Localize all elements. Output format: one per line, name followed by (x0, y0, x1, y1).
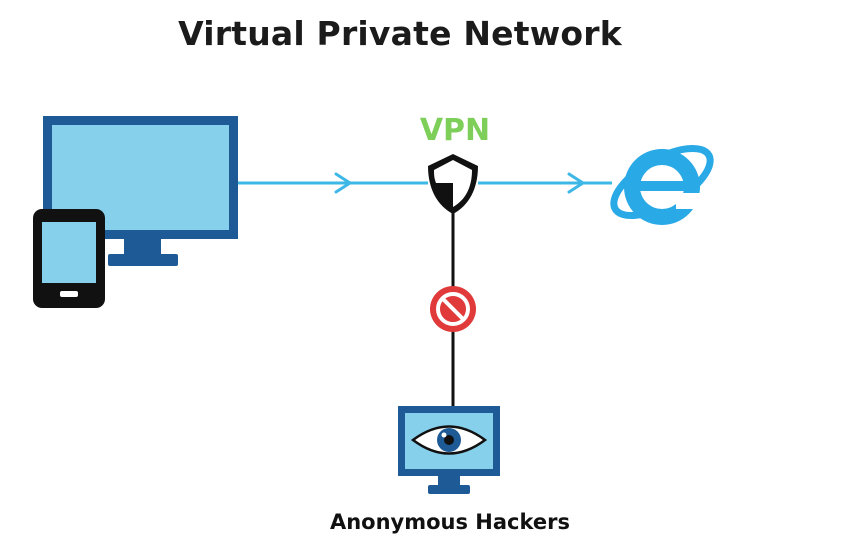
hackers-label: Anonymous Hackers (329, 510, 571, 534)
diagram-title: Virtual Private Network (178, 14, 622, 53)
desktop-monitor-icon (43, 116, 238, 266)
arrow-right-icon (334, 172, 352, 194)
shield-icon (428, 154, 478, 214)
blocked-icon (430, 286, 476, 332)
internet-explorer-icon (610, 144, 714, 225)
tablet-icon (33, 209, 105, 308)
eye-monitor-icon (398, 406, 500, 494)
vpn-label: VPN (419, 113, 491, 148)
arrow-right-icon (567, 172, 585, 194)
